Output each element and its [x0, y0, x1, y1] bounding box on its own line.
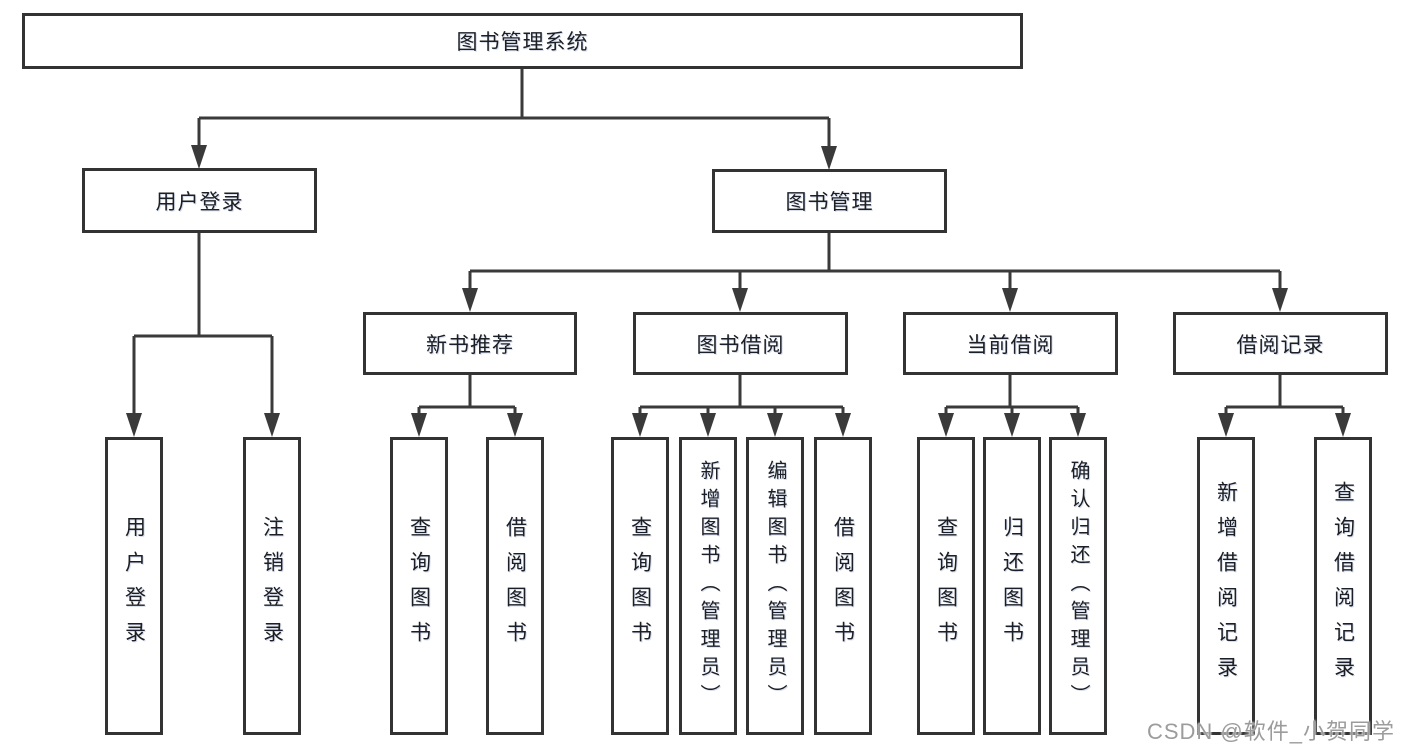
leaf-confirm-return-admin: 确认归还（管理员）: [1049, 437, 1107, 735]
leaf-edit-book-admin-label: 编辑图书（管理员）: [764, 460, 786, 712]
node-system: 图书管理系统: [22, 13, 1023, 69]
node-user-login: 用户登录: [82, 168, 317, 233]
leaf-edit-book-admin: 编辑图书（管理员）: [746, 437, 804, 735]
leaf-user-login: 用户登录: [105, 437, 163, 735]
leaf-query-books-recommend: 查询图书: [390, 437, 448, 735]
node-system-label: 图书管理系统: [456, 31, 589, 54]
leaf-add-book-admin-label: 新增图书（管理员）: [697, 460, 719, 712]
leaf-query-books-recommend-label: 查询图书: [407, 516, 431, 656]
leaf-return-books: 归还图书: [983, 437, 1041, 735]
leaf-add-borrow-record: 新增借阅记录: [1197, 437, 1255, 735]
node-book-borrow: 图书借阅: [633, 312, 848, 375]
leaf-query-books-borrow-label: 查询图书: [628, 516, 652, 656]
leaf-logout-login-label: 注销登录: [260, 516, 284, 656]
leaf-borrow-books-borrow: 借阅图书: [814, 437, 872, 735]
leaf-confirm-return-admin-label: 确认归还（管理员）: [1067, 460, 1089, 712]
leaf-query-books-current: 查询图书: [917, 437, 975, 735]
node-book-management-label: 图书管理: [785, 191, 874, 214]
node-new-book-recommend-label: 新书推荐: [426, 333, 514, 357]
node-new-book-recommend: 新书推荐: [363, 312, 577, 375]
leaf-borrow-books-borrow-label: 借阅图书: [831, 516, 855, 656]
leaf-return-books-label: 归还图书: [1000, 516, 1024, 656]
leaf-user-login-label: 用户登录: [122, 516, 146, 656]
leaf-query-books-current-label: 查询图书: [934, 516, 958, 656]
leaf-query-books-borrow: 查询图书: [611, 437, 669, 735]
leaf-logout-login: 注销登录: [243, 437, 301, 735]
node-book-borrow-label: 图书借阅: [696, 333, 785, 357]
node-book-management: 图书管理: [712, 169, 947, 233]
leaf-query-borrow-record: 查询借阅记录: [1314, 437, 1372, 735]
leaf-query-borrow-record-label: 查询借阅记录: [1331, 481, 1355, 691]
node-borrow-records: 借阅记录: [1173, 312, 1388, 375]
node-user-login-label: 用户登录: [155, 190, 244, 214]
node-current-borrow-label: 当前借阅: [966, 333, 1055, 357]
leaf-borrow-books-recommend: 借阅图书: [486, 437, 544, 735]
leaf-borrow-books-recommend-label: 借阅图书: [503, 516, 527, 656]
leaf-add-book-admin: 新增图书（管理员）: [679, 437, 737, 735]
node-current-borrow: 当前借阅: [903, 312, 1118, 375]
leaf-add-borrow-record-label: 新增借阅记录: [1214, 481, 1238, 691]
node-borrow-records-label: 借阅记录: [1236, 333, 1325, 357]
watermark: CSDN @软件_小贺同学: [1146, 719, 1395, 744]
